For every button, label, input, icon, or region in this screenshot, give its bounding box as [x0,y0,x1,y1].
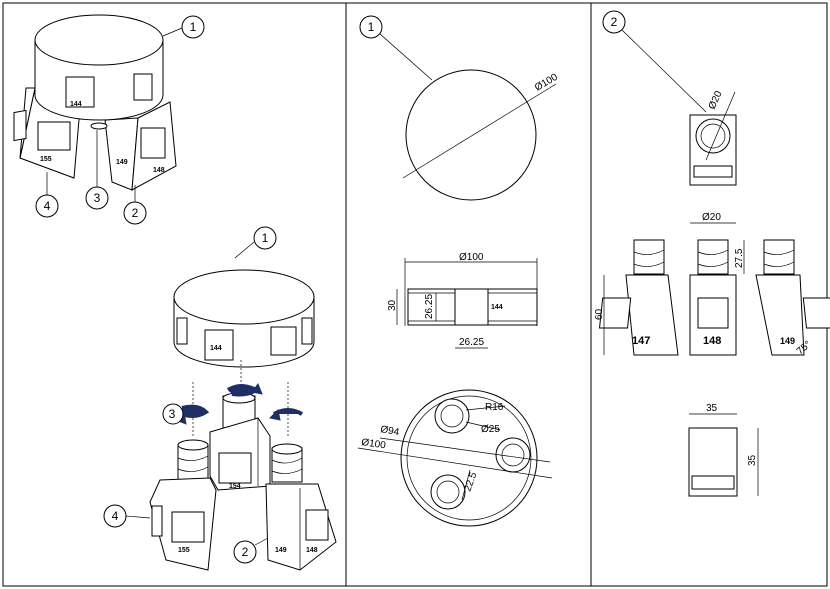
box-front-views: Ø20 147 148 27.5 149 75° 60 [594,212,830,357]
svg-text:3: 3 [169,407,176,421]
left-box-exploded: 155 [149,439,217,571]
cylinder-top-view: 144 [34,14,164,121]
dim-side-height: 30 [387,299,398,311]
right-box-top-view: 149 148 [104,101,177,191]
dim-disc-diameter: Ø100 [533,72,560,94]
svg-text:1: 1 [262,231,269,245]
right-box-exploded-label-a: 149 [275,547,287,554]
svg-text:2: 2 [132,206,139,220]
callout-4-top [35,194,59,218]
callout-4-exploded [103,504,127,528]
right-box-exploded-label-b: 148 [306,547,318,554]
cylinder-drawings: 1 Ø100 Ø100 144 30 26.25 26.25 [357,15,560,527]
dim-hole-diameter: Ø25 [481,424,500,435]
disc-side-view: Ø100 144 30 26.25 26.25 [387,252,538,349]
left-box-exploded-label: 155 [178,547,190,554]
left-box-label: 155 [40,156,52,163]
callout-1-panel2 [359,15,383,39]
dim-thread-length: 27.5 [734,248,745,268]
center-box-exploded: 154 [209,392,271,491]
box-147-label: 147 [632,335,650,347]
cylinder-label: 144 [70,101,82,108]
exploded-view: 144 1 154 155 [103,226,337,571]
callout-1-top [181,15,205,39]
center-box-label: 154 [229,483,241,490]
dim-box-height: 35 [747,454,758,466]
dim-box-width: 35 [706,403,718,414]
svg-text:1: 1 [368,20,375,34]
svg-text:1: 1 [190,20,197,34]
dim-top-diameter: Ø20 [707,89,725,111]
cylinder-exploded-label: 144 [210,345,222,352]
assembled-view: 155 149 148 144 1 4 3 2 [13,14,205,225]
cylinder-exploded: 144 [173,269,315,368]
right-box-label-b: 148 [153,167,165,174]
dim-window-width: 26.25 [459,337,484,348]
box-bottom-view: 35 35 [688,403,759,497]
svg-text:2: 2 [242,545,249,559]
callout-3-top [85,186,109,210]
svg-text:4: 4 [44,199,51,213]
callout-2-top [123,201,147,225]
side-window-label: 144 [491,304,503,311]
right-box-exploded: 149 148 [265,443,337,571]
box-top-view: Ø20 [689,89,737,186]
box-drawings: 2 Ø20 Ø20 147 148 [594,10,830,497]
callout-2-exploded [233,540,257,564]
disc-top-view [405,69,537,201]
callout-3-exploded [162,403,184,425]
callout-2-panel3 [602,10,626,34]
disc-bottom-view: R16 Ø25 Ø94 Ø100 22.5 [357,389,553,527]
dim-inner-diameter: Ø94 [379,424,400,438]
dim-fillet-radius: R16 [485,402,504,413]
callout-1-exploded [253,226,277,250]
right-box-label-a: 149 [116,159,128,166]
box-148-label: 148 [703,335,721,347]
dim-total-height: 60 [594,308,605,320]
dim-window-height: 26.25 [424,294,435,319]
box-149-label: 149 [780,336,795,346]
dim-outer-diameter: Ø100 [361,437,387,451]
dim-side-width: Ø100 [459,252,484,263]
svg-text:3: 3 [94,191,101,205]
svg-text:4: 4 [112,509,119,523]
svg-text:2: 2 [611,15,618,29]
dim-front-diameter: Ø20 [702,212,721,223]
rotation-arrow-center [226,384,260,397]
